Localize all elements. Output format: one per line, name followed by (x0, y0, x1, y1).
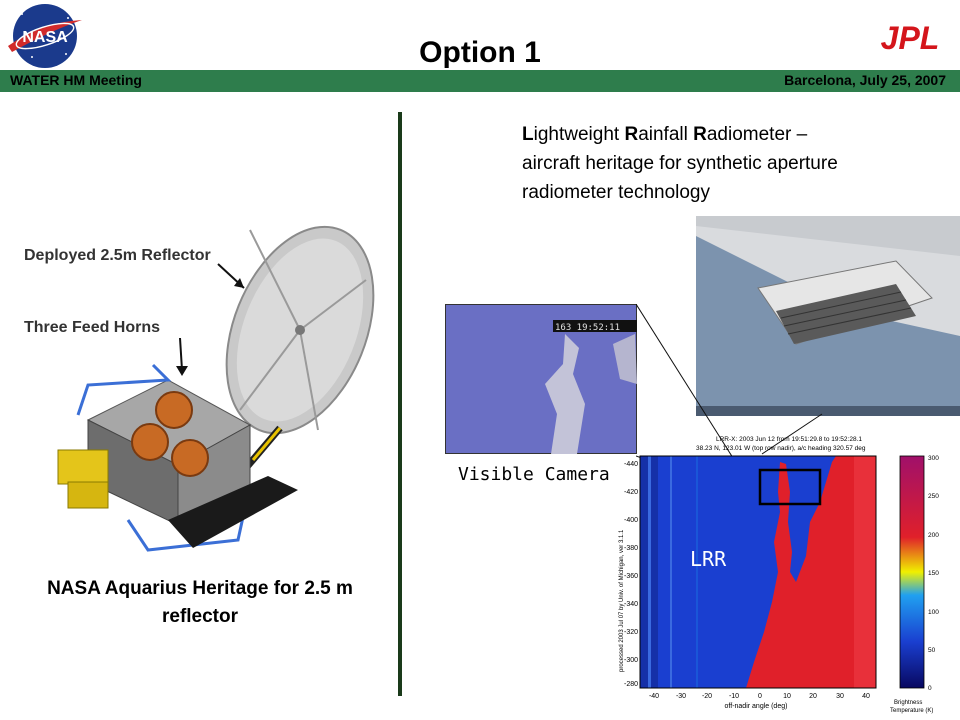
y-tick: -320 (624, 629, 638, 636)
svg-text:Three Feed Horns: Three Feed Horns (24, 319, 160, 336)
y-tick: -400 (624, 517, 638, 524)
lrr-description-line2: aircraft heritage for synthetic aperture (522, 153, 838, 174)
aquarius-spacecraft-figure: Deployed 2.5m Reflector Three Feed Horns (24, 225, 375, 552)
y-tick: -300 (624, 657, 638, 664)
y-tick: -280 (624, 681, 638, 688)
colorbar-tick: 300 (928, 455, 939, 462)
visible-camera-image: 163 19:52:11 (445, 304, 637, 454)
plot-header-2: 38.23 N, 123.01 W (top row nadir), a/c h… (696, 445, 866, 452)
x-tick: 30 (836, 693, 844, 700)
svg-text:JPL: JPL (881, 22, 940, 52)
lrr-description-line3: radiometer technology (522, 182, 710, 203)
nasa-logo: NASA (8, 4, 82, 68)
visible-camera-label: Visible Camera (458, 464, 610, 485)
lrr-description-line1: Lightweight Rainfall Radiometer – (522, 124, 808, 145)
plot-ylabel: processed 2003 Jul 07 by Univ. of Michig… (619, 529, 625, 672)
x-tick: 10 (783, 693, 791, 700)
colorbar-tick: 50 (928, 647, 936, 654)
plot-header-1: LRR-X: 2003 Jun 12 from 19:51:29.8 to 19… (716, 436, 862, 443)
colorbar-tick: 0 (928, 685, 932, 692)
colorbar-label-2: Temperature (K) (890, 708, 933, 714)
meeting-date: Barcelona, July 25, 2007 (784, 72, 946, 88)
colorbar-label-1: Brightness (894, 700, 922, 706)
x-tick: -20 (702, 693, 712, 700)
meeting-name: WATER HM Meeting (10, 72, 142, 88)
x-tick: -30 (676, 693, 686, 700)
x-tick: 0 (758, 693, 762, 700)
lrr-brightness-plot: LRR-X: 2003 Jun 12 from 19:51:29.8 to 19… (619, 436, 939, 714)
svg-text:Deployed 2.5m Reflector: Deployed 2.5m Reflector (24, 247, 211, 264)
plot-xlabel: off-nadir angle (deg) (725, 703, 788, 710)
x-tick: -40 (649, 693, 659, 700)
svg-text:NASA: NASA (22, 29, 68, 46)
colorbar-tick: 250 (928, 493, 939, 500)
colorbar (899, 455, 925, 689)
header-bar (0, 70, 960, 92)
y-tick: -440 (624, 461, 638, 468)
lrr-overlay-label: LRR (690, 547, 727, 571)
y-tick: -420 (624, 489, 638, 496)
y-tick: -360 (624, 573, 638, 580)
x-tick: 40 (862, 693, 870, 700)
colorbar-tick: 200 (928, 532, 939, 539)
lrr-description: Lightweight Rainfall Radiometer – aircra… (522, 120, 942, 207)
y-tick: -380 (624, 545, 638, 552)
vertical-divider (398, 112, 402, 696)
camera-timestamp: 163 19:52:11 (555, 323, 620, 333)
aquarius-caption-line2: reflector (161, 606, 239, 627)
y-tick: -340 (624, 601, 638, 608)
jpl-logo: JPL (881, 22, 940, 52)
x-tick: 20 (809, 693, 817, 700)
slide-title: Option 1 (419, 36, 541, 69)
colorbar-tick: 100 (928, 609, 939, 616)
colorbar-tick: 150 (928, 570, 939, 577)
aquarius-caption: NASA Aquarius Heritage for 2.5 m reflect… (0, 575, 400, 631)
aquarius-caption-line1: NASA Aquarius Heritage for 2.5 m (47, 578, 353, 599)
x-tick: -10 (729, 693, 739, 700)
aircraft-radiometer-photo (696, 216, 960, 416)
